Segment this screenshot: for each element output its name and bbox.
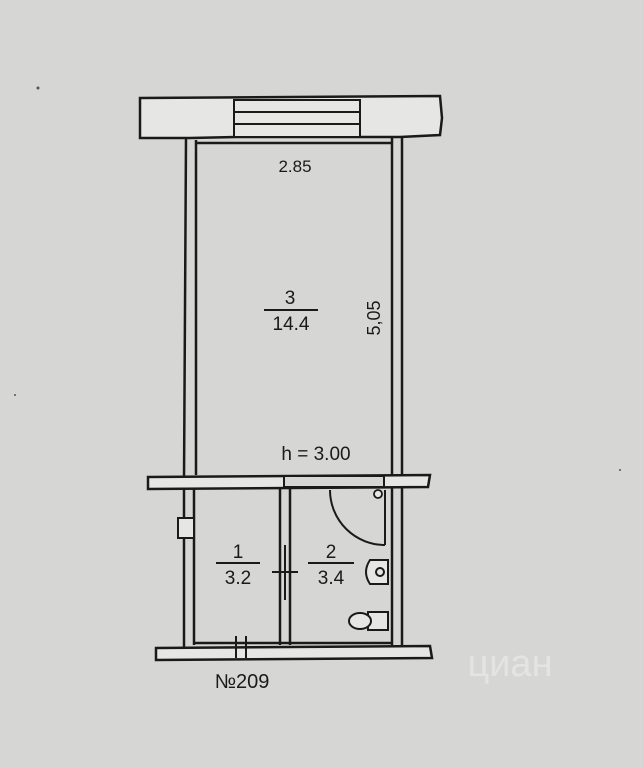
door-swing <box>329 489 386 546</box>
room-2-number: 2 <box>326 542 337 563</box>
room-3-area: 14.4 <box>273 314 310 335</box>
door-knob-icon <box>373 489 383 499</box>
paper-marks <box>14 86 621 471</box>
watermark-logo: циан <box>467 643 552 685</box>
sink-icon <box>365 559 389 585</box>
divider-door-gap <box>283 475 385 488</box>
left-wall-stub <box>177 517 195 539</box>
bottom-wall <box>154 644 434 662</box>
bathroom-walls <box>182 487 404 650</box>
room-1-area: 3.2 <box>225 568 251 589</box>
room-1-number: 1 <box>233 542 244 563</box>
room-3-number: 3 <box>285 288 296 309</box>
room-3-walls <box>182 137 404 481</box>
ceiling-height-label: h = 3.00 <box>281 444 350 465</box>
room-2-area: 3.4 <box>318 568 345 589</box>
window <box>233 99 361 138</box>
toilet-icon <box>348 611 389 631</box>
length-dimension-label: 5,05 <box>364 300 384 335</box>
apartment-number-label: №209 <box>215 671 270 693</box>
partition-marks <box>235 545 298 658</box>
width-dimension-label: 2.85 <box>278 157 311 176</box>
